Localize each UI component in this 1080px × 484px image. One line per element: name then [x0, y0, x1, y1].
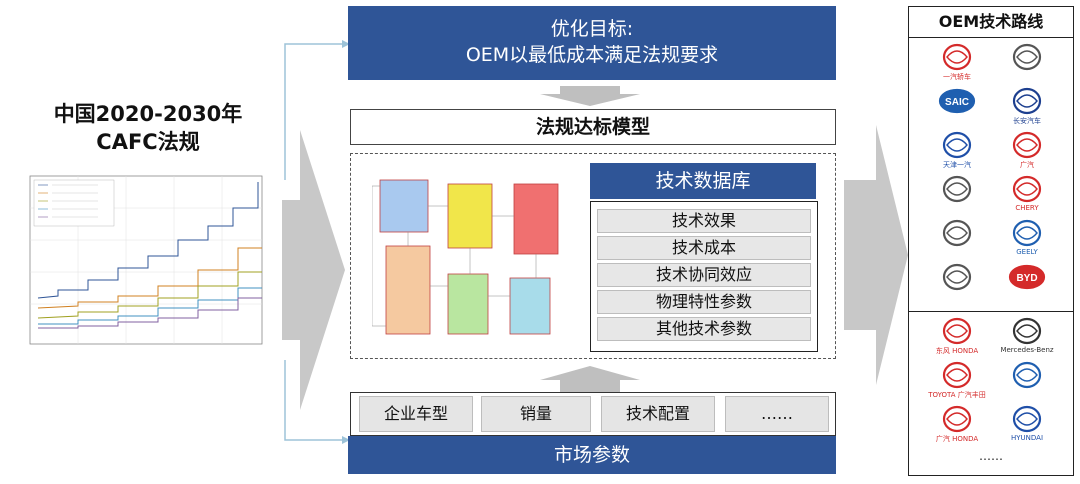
left-title-line1: 中国2020-2030年 — [53, 102, 243, 126]
left-title: 中国2020-2030年 CAFC法规 — [28, 100, 268, 156]
gac-honda-logo: 广汽 HONDA — [927, 405, 987, 444]
goal-line2: OEM以最低成本满足法规要求 — [465, 44, 719, 66]
oem-panel-title: OEM技术路线 — [909, 7, 1073, 38]
changan-logo-label: 长安汽车 — [1013, 117, 1041, 125]
compliance-model-box: 法规达标模型 — [350, 109, 836, 145]
dongfeng-honda-logo-label: 东风 HONDA — [935, 347, 979, 355]
left-big-arrow — [282, 130, 345, 410]
model-schema-thumbnail — [372, 179, 559, 335]
tech-database-header: 技术数据库 — [590, 163, 816, 199]
bmw-emblem-icon — [1012, 361, 1042, 389]
saic-emblem-icon: SAIC — [938, 88, 976, 114]
right-big-arrow — [844, 125, 908, 385]
jac-logo — [927, 175, 987, 203]
tech-item-other: 其他技术参数 — [597, 317, 811, 341]
hyundai-logo-label: HYUNDAI — [1010, 434, 1044, 442]
gac-honda-logo-label: 广汽 HONDA — [935, 435, 979, 443]
up-arrow — [540, 366, 640, 392]
market-item-config: 技术配置 — [601, 396, 715, 432]
gac-honda-emblem-icon — [942, 405, 972, 433]
brilliance-logo — [927, 263, 987, 291]
market-params-row: 企业车型 销量 技术配置 …… — [350, 392, 836, 436]
chart-line-2 — [37, 247, 262, 309]
down-arrow — [540, 86, 640, 106]
saic-logo-text: SAIC — [945, 97, 969, 108]
gac-toyota-emblem-icon — [942, 361, 972, 389]
hyundai-logo: HYUNDAI — [997, 405, 1057, 442]
goal-line1: 优化目标: — [550, 18, 634, 40]
byd-logo: BYD — [997, 263, 1057, 291]
tech-database-list: 技术效果 技术成本 技术协同效应 物理特性参数 其他技术参数 — [590, 201, 818, 352]
chery-emblem-icon — [1012, 175, 1042, 203]
faw-logo-label: 一汽轿车 — [943, 73, 971, 81]
market-item-sales: 销量 — [481, 396, 591, 432]
geely-logo-label: GEELY — [1016, 248, 1038, 256]
byd-emblem-icon: BYD — [1008, 264, 1046, 290]
model-dashed-area — [350, 153, 836, 359]
faw-logo: 一汽轿车 — [927, 43, 987, 82]
bmw-logo — [997, 361, 1057, 389]
chart-line-1 — [37, 182, 259, 299]
mercedes-benz-logo-label: Mercedes-Benz — [1000, 346, 1054, 354]
changan-emblem-icon — [1012, 87, 1042, 115]
brilliance-emblem-icon — [942, 263, 972, 291]
optimization-goal-box: 优化目标: OEM以最低成本满足法规要求 — [348, 6, 836, 80]
chery-logo: CHERY — [997, 175, 1057, 212]
dongfeng-honda-emblem-icon — [942, 317, 972, 345]
chart-line-5 — [38, 297, 262, 329]
market-item-models: 企业车型 — [359, 396, 473, 432]
chart-line-3 — [37, 271, 262, 319]
tianjin-faw-logo-label: 天津一汽 — [943, 161, 971, 169]
chart-legend — [33, 179, 115, 227]
faw-emblem-icon — [942, 43, 972, 71]
tianjin-faw-emblem-icon — [942, 131, 972, 159]
jac-emblem-icon — [942, 175, 972, 203]
dongfeng-emblem-icon — [1012, 43, 1042, 71]
market-item-more: …… — [725, 396, 829, 432]
tech-item-cost: 技术成本 — [597, 236, 811, 260]
baic-emblem-icon — [942, 219, 972, 247]
gac-toyota-logo: TOYOTA 广汽丰田 — [927, 361, 987, 400]
dongfeng-honda-logo: 东风 HONDA — [927, 317, 987, 356]
gac-logo: 广汽 — [997, 131, 1057, 170]
geely-emblem-icon — [1012, 219, 1042, 247]
gac-toyota-logo-label: TOYOTA 广汽丰田 — [928, 391, 986, 399]
geely-logo: GEELY — [997, 219, 1057, 256]
oem-more-ellipsis: …… — [979, 449, 1003, 463]
dongfeng-logo — [997, 43, 1057, 71]
connector-top — [284, 43, 342, 180]
left-title-line2: CAFC法规 — [96, 130, 200, 154]
mercedes-benz-logo: Mercedes-Benz — [997, 317, 1057, 354]
changan-logo: 长安汽车 — [997, 87, 1057, 126]
hyundai-emblem-icon — [1012, 405, 1042, 433]
baic-logo — [927, 219, 987, 247]
oem-domestic-group: 一汽轿车 SAIC 长安汽车天津一汽 广汽 CHERY GEELY BYD — [909, 39, 1073, 312]
tech-item-synergy: 技术协同效应 — [597, 263, 811, 287]
gac-emblem-icon — [1012, 131, 1042, 159]
mercedes-benz-emblem-icon — [1012, 317, 1042, 345]
saic-logo: SAIC — [927, 87, 987, 115]
tech-item-effect: 技术效果 — [597, 209, 811, 233]
market-params-header: 市场参数 — [348, 436, 836, 474]
gac-logo-label: 广汽 — [1020, 161, 1034, 169]
cafc-chart-thumbnail — [29, 175, 263, 345]
tianjin-faw-logo: 天津一汽 — [927, 131, 987, 170]
connector-bottom — [284, 360, 342, 441]
chery-logo-label: CHERY — [1015, 204, 1039, 212]
tech-item-physical: 物理特性参数 — [597, 290, 811, 314]
byd-logo-text: BYD — [1016, 273, 1037, 284]
